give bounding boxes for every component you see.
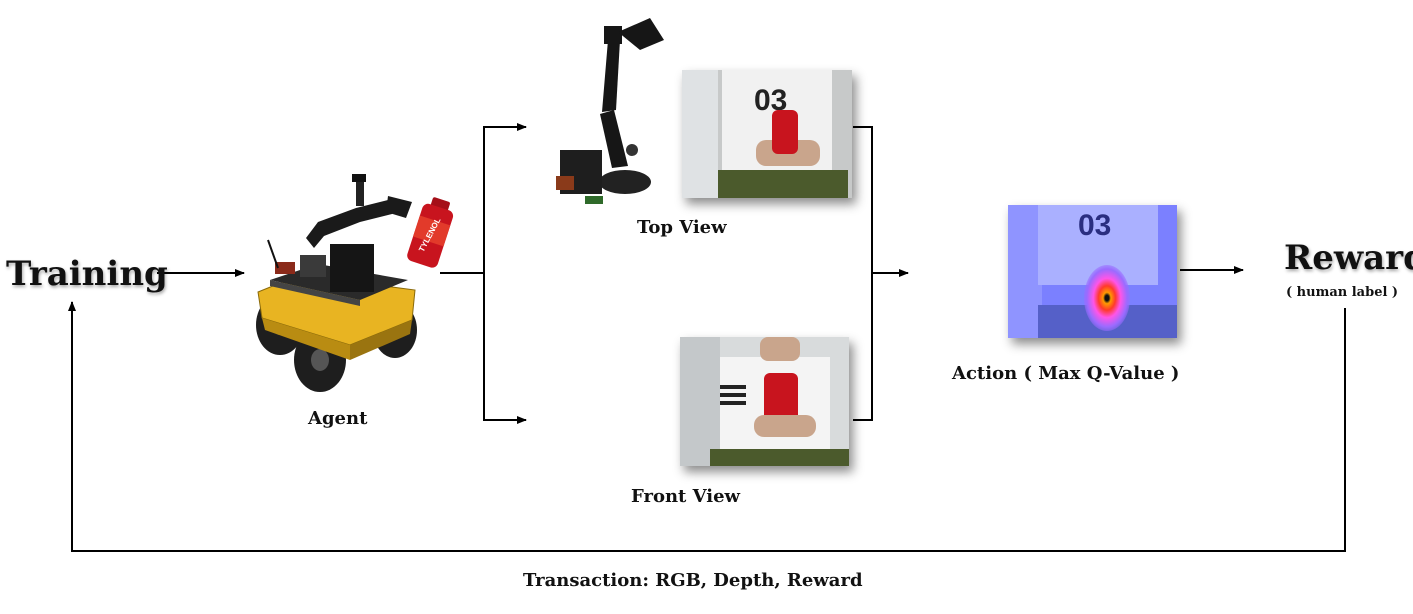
front-view-to-merge-line	[853, 273, 873, 421]
action-label: Action ( Max Q-Value )	[952, 363, 1180, 384]
top-view-to-merge-line	[853, 126, 873, 273]
reward-label: Reward	[1284, 238, 1413, 278]
training-label: Training	[6, 254, 168, 294]
top-view-arm-image	[556, 18, 664, 204]
front-view-camera-photo	[680, 337, 849, 466]
action-heatmap-photo: 03	[1008, 205, 1177, 338]
reward-sublabel: ( human label )	[1286, 285, 1399, 300]
transaction-label: Transaction: RGB, Depth, Reward	[523, 570, 863, 591]
heatmap-hotspot	[1084, 265, 1130, 331]
top-view-camera-photo: 03	[682, 70, 852, 198]
front-view-label: Front View	[631, 486, 741, 507]
feedback-loop-arrow	[68, 301, 1346, 552]
split-to-front-view-arrow	[483, 273, 527, 424]
agent-label: Agent	[308, 408, 368, 429]
connectors	[68, 123, 1346, 552]
tylenol-bottle-image	[407, 197, 454, 268]
heatmap-shirt-number: 03	[1078, 209, 1112, 242]
split-to-top-view-arrow	[483, 123, 527, 273]
top-view-label: Top View	[637, 217, 727, 238]
agent-robot-image	[256, 174, 417, 392]
